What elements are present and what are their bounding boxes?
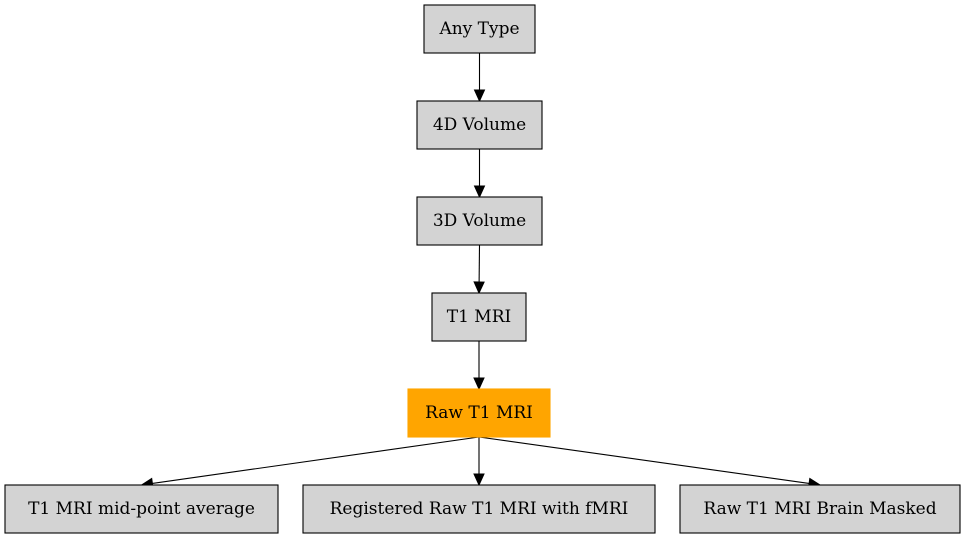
arrowhead-icon — [473, 89, 486, 103]
node-t1-mri-label: T1 MRI — [447, 307, 511, 327]
node-registered-raw-t1-mri-with-fmri[interactable]: Registered Raw T1 MRI with fMRI — [302, 484, 656, 534]
node-4d-volume-box — [416, 100, 543, 150]
arrowhead-icon — [473, 377, 485, 391]
node-any-type-box — [423, 4, 536, 54]
node-t1-mri-midpoint-average[interactable]: T1 MRI mid-point average — [4, 484, 279, 534]
arrowhead-icon — [473, 281, 485, 295]
arrowhead-icon — [473, 473, 485, 487]
node-registered-raw-t1-mri-with-fmri-label: Registered Raw T1 MRI with fMRI — [330, 499, 629, 519]
node-raw-t1-mri-brain-masked[interactable]: Raw T1 MRI Brain Masked — [679, 484, 961, 534]
node-3d-volume-label: 3D Volume — [433, 211, 526, 231]
edge-raw_t1_mri-to-raw_t1_brain_masked — [478, 436, 810, 485]
edge-raw_t1_mri-to-t1_midpoint — [152, 436, 480, 484]
node-4d-volume-label: 4D Volume — [433, 115, 526, 135]
node-3d-volume-box — [416, 196, 543, 246]
node-3d-volume[interactable]: 3D Volume — [416, 196, 543, 246]
node-4d-volume[interactable]: 4D Volume — [416, 100, 543, 150]
node-raw-t1-mri-brain-masked-label: Raw T1 MRI Brain Masked — [703, 499, 936, 519]
arrowhead-icon — [473, 185, 486, 199]
node-any-type-label: Any Type — [438, 19, 519, 39]
node-raw-t1-mri-box — [407, 388, 551, 438]
node-any-type[interactable]: Any Type — [423, 4, 536, 54]
node-t1-mri-box — [431, 292, 527, 342]
node-raw-t1-mri[interactable]: Raw T1 MRI — [407, 388, 551, 438]
node-registered-raw-t1-mri-with-fmri-box — [302, 484, 656, 534]
node-raw-t1-mri-brain-masked-box — [679, 484, 961, 534]
node-t1-mri-midpoint-average-label: T1 MRI mid-point average — [28, 499, 255, 519]
node-raw-t1-mri-label: Raw T1 MRI — [425, 403, 533, 423]
node-t1-mri[interactable]: T1 MRI — [431, 292, 527, 342]
node-t1-mri-midpoint-average-box — [4, 484, 279, 534]
